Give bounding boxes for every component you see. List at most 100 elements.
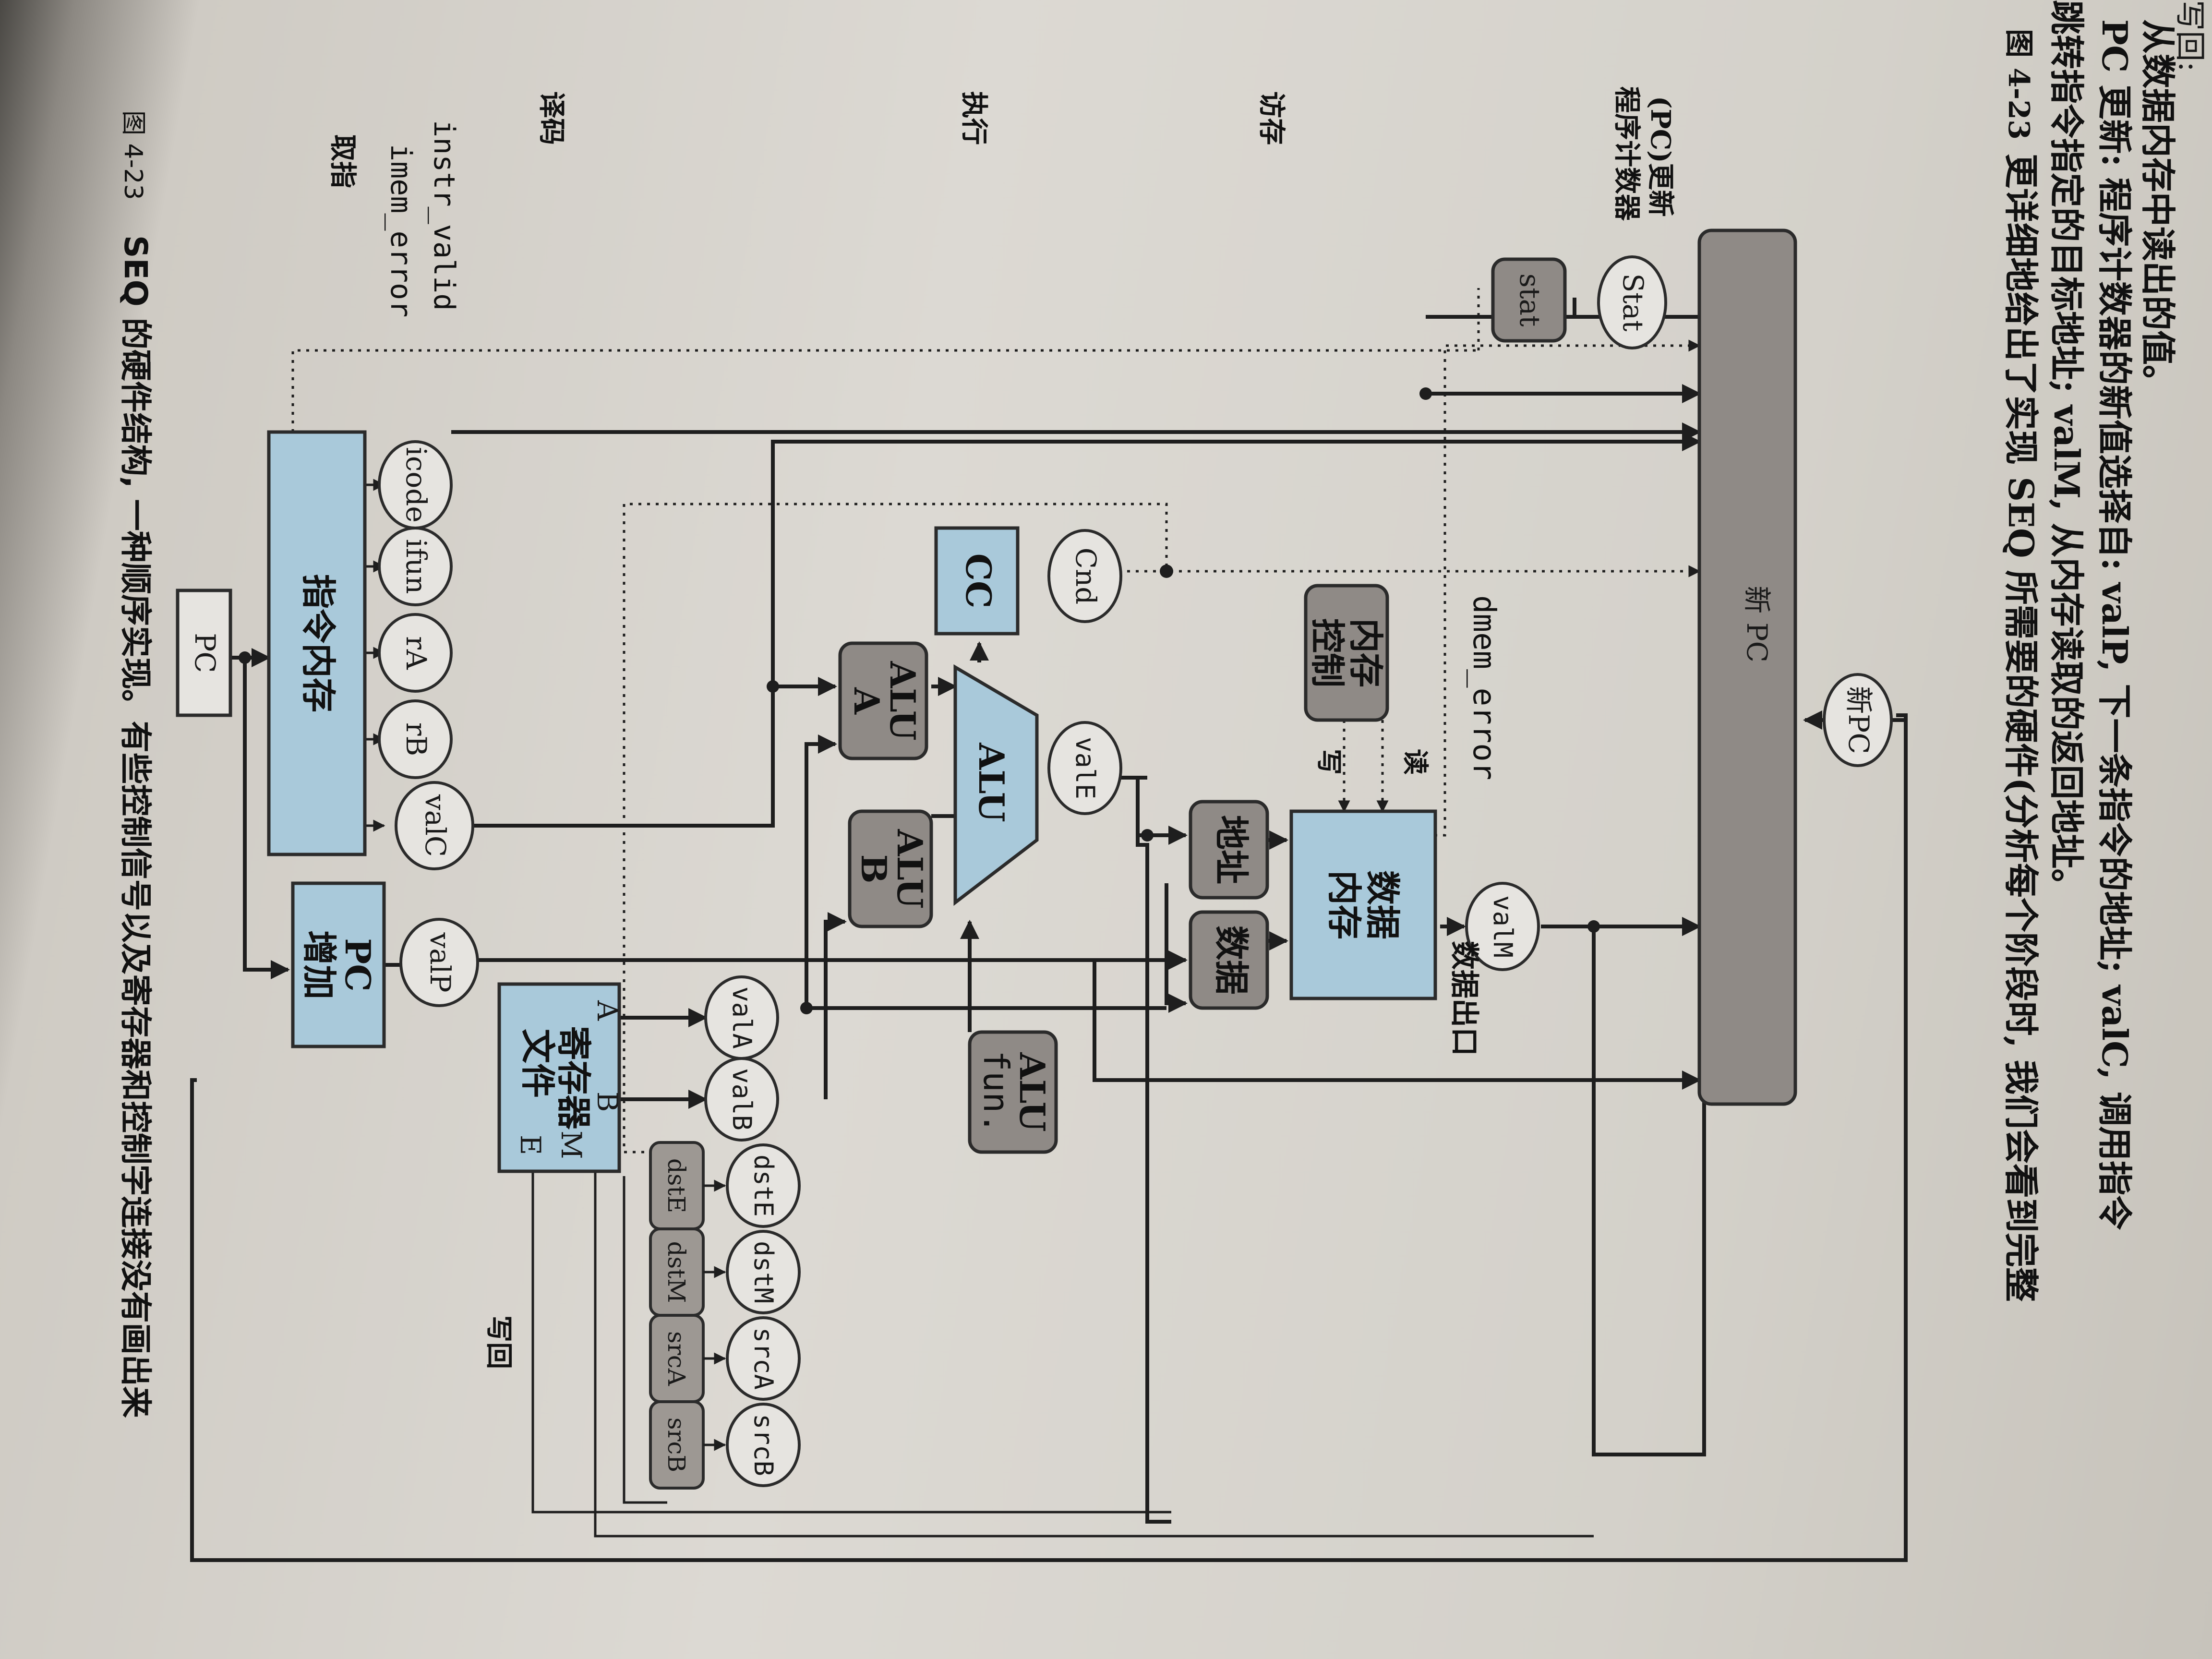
text-line1: 从数据内存中读出的值。: [2138, 19, 2178, 399]
new-pc-oval: [1823, 673, 1893, 767]
stage-writeback: 写回: [483, 1315, 515, 1369]
alu-b-box: [848, 809, 933, 928]
alu-b-label2: B: [854, 854, 894, 884]
caption-figure-number: 图 4-23: [119, 110, 147, 200]
regfile-label2: 文件: [517, 1029, 558, 1098]
label-read: 读: [1400, 749, 1431, 775]
dstE-oval-label: dstE: [748, 1154, 779, 1217]
mem-control-label1: 内存: [1346, 618, 1386, 687]
wire-cnd-to-regfile: [623, 503, 1168, 1158]
junction-valM: [1587, 920, 1600, 933]
regfile-port-E: E: [514, 1135, 547, 1155]
wire-valB-to-aluB: [824, 912, 847, 1099]
dstE-oval: [726, 1143, 801, 1228]
mem-control-box: [1304, 584, 1389, 722]
junction-stat: [1419, 387, 1432, 400]
signal-instr-valid: instr_valid: [427, 120, 461, 311]
mem-control-label2: 控制: [1307, 618, 1348, 687]
cc-label: CC: [958, 553, 999, 609]
stat-box: [1491, 257, 1567, 343]
junction-valA: [800, 1002, 813, 1014]
dstM-oval: [726, 1230, 801, 1314]
stage-memory: 访存: [1256, 91, 1287, 145]
wire-writeback-M: [594, 1171, 1594, 1538]
stage-execute: 执行: [958, 91, 990, 145]
srcA-oval-label: srcA: [748, 1327, 779, 1390]
stat-oval-label: Stat: [1617, 274, 1649, 332]
ifun-oval: [378, 527, 453, 606]
data-memory-label2: 内存: [1324, 870, 1365, 939]
valM-oval: [1465, 882, 1540, 971]
wire-valP-to-newpc: [475, 958, 1701, 1090]
label-write: 写: [1314, 749, 1345, 775]
pc-increment-box: [291, 881, 386, 1048]
wire-valA-to-data: [1165, 883, 1188, 1013]
wire-valA-to-aluA: [805, 734, 837, 1008]
wire-valC-to-aluA: [473, 677, 837, 828]
data-memory-box: [1289, 809, 1437, 1000]
icode-label: icode: [400, 447, 433, 522]
stage-decode: 译码: [536, 91, 567, 145]
text-line3: 跳转指令指定的目标地址; valM, 从内存读取的返回地址。: [2046, 0, 2087, 903]
srcA-oval: [726, 1316, 801, 1401]
alu-fun-box: [968, 1030, 1058, 1154]
dstM-box-label: dstM: [662, 1241, 690, 1303]
data-box: [1189, 910, 1269, 1010]
rA-oval: [378, 613, 453, 693]
alu-fun-label1: ALU: [1012, 1052, 1053, 1131]
dstE-box-label: dstE: [662, 1158, 690, 1213]
text-line2: 程序计数器的新值选择自: valP, 下一条指令的地址; valC, 调用指令: [2094, 178, 2135, 1230]
new-pc-bar-label: 新 PC: [1741, 586, 1773, 662]
srcB-oval-label: srcB: [748, 1414, 779, 1476]
valP-oval: [399, 918, 479, 1007]
valP-label: valP: [424, 932, 457, 993]
rB-oval: [378, 699, 453, 779]
junction-cnd: [1160, 565, 1173, 578]
alu-block: [953, 664, 1039, 906]
dstM-oval-label: dstM: [748, 1241, 779, 1303]
regfile-port-A: A: [591, 1000, 624, 1021]
rA-label: rA: [400, 636, 433, 670]
regfile-port-B: B: [591, 1092, 624, 1112]
regfile-label1: 寄存器: [553, 1026, 594, 1130]
valE-oval: [1047, 721, 1122, 815]
addr-box: [1189, 800, 1269, 900]
wire-valM-loop: [1551, 925, 1706, 1456]
wire-writeback-E: [531, 1171, 1171, 1514]
stat-box-label: stat: [1514, 274, 1546, 327]
cnd-label: Cnd: [1070, 548, 1102, 605]
valM-label: valM: [1488, 895, 1518, 958]
valB-oval: [704, 1057, 779, 1142]
valA-label: valA: [727, 986, 757, 1049]
alu-a-label1: ALU: [882, 661, 923, 740]
instruction-memory-box: [267, 430, 367, 856]
text-writeback-label: 写回:: [2172, 0, 2207, 72]
valB-label: valB: [727, 1068, 757, 1130]
data-out-label: 数据出口: [1447, 941, 1481, 1056]
pc-increment-label2: 增加: [299, 930, 340, 999]
cnd-oval: [1047, 529, 1122, 623]
addr-label: 地址: [1211, 815, 1252, 884]
alu-fun-label2: fun.: [976, 1050, 1016, 1133]
signal-dmem-error: dmem_error: [1466, 595, 1502, 780]
alu-a-box: [838, 641, 928, 760]
caption-text: SEQ 的硬件结构, 一种顺序实现。有些控制信号以及寄存器和控制字连接没有画出来: [117, 235, 154, 1418]
wire-valE-loop: [1136, 778, 1171, 1524]
junction-valC: [767, 680, 779, 693]
instruction-memory-label: 指令内存: [298, 574, 339, 712]
pc-register-box: [176, 589, 232, 717]
data-label: 数据: [1211, 926, 1252, 995]
valC-oval: [395, 781, 474, 870]
pc-increment-label1: PC: [337, 938, 378, 991]
junction-pc: [239, 651, 251, 664]
ifun-label: ifun: [400, 539, 433, 594]
stage-pc-update-line2: (PC)更新: [1645, 96, 1676, 217]
new-pc-oval-label: 新PC: [1842, 686, 1875, 754]
new-pc-bar: [1697, 228, 1797, 1106]
alu-label: ALU: [971, 742, 1012, 822]
text-line4: 更详细地给出了实现 SEQ 所需要的硬件(分析每个阶段时, 我们会看到完整: [2001, 154, 2042, 1302]
stage-pc-update-line1: 程序计数器: [1611, 86, 1643, 221]
figure-ref: 图 4-23: [2002, 29, 2035, 140]
wire-newpc-to-pc: [190, 713, 1908, 1562]
